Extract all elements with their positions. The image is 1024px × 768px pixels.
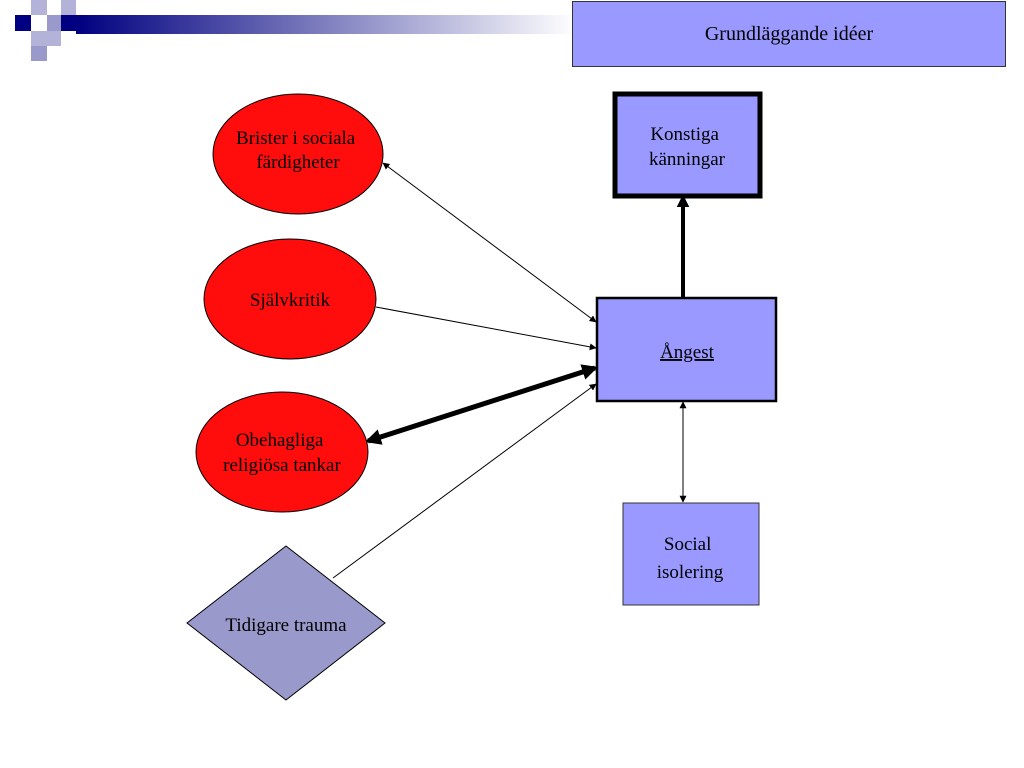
node-obehagliga-line: Obehagliga: [236, 430, 324, 451]
decor-square: [47, 31, 61, 46]
node-social: Social isolering: [622, 502, 760, 606]
node-obehagliga-line: religiösa tankar: [223, 455, 341, 476]
node-brister-line: färdigheter: [256, 152, 340, 173]
node-brister: Brister i sociala färdigheter: [212, 93, 384, 215]
node-trauma-shape: [186, 545, 386, 701]
node-konstiga-line: känningar: [649, 149, 726, 170]
node-trauma-label: Tidigare trauma: [225, 615, 347, 636]
decor-square: [15, 15, 31, 31]
node-konstiga-shape: [612, 91, 763, 199]
node-angest: Ångest: [595, 296, 778, 403]
node-konstiga-line: Konstiga: [650, 124, 719, 145]
node-angest-shape: [595, 296, 778, 403]
decor-square: [47, 15, 61, 31]
node-konstiga: Konstiga känningar: [612, 91, 763, 199]
node-trauma: Tidigare trauma: [186, 545, 386, 701]
decor-square: [31, 0, 47, 15]
node-sjalvkritik: Självkritik: [203, 238, 377, 360]
node-obehagliga-shape: [195, 391, 369, 513]
node-social-line: Social: [664, 534, 712, 555]
node-obehagliga-label: Obehagliga religiösa tankar: [223, 430, 341, 476]
decor-square: [61, 15, 76, 31]
node-angest-line: Ångest: [660, 342, 715, 363]
title-box: Grundläggande idéer: [572, 1, 1006, 67]
node-brister-line: Brister i sociala: [236, 128, 356, 149]
node-trauma-line: Tidigare trauma: [225, 615, 347, 636]
edge-obehagliga-angest: [364, 364, 599, 445]
node-angest-label: Ångest: [660, 342, 715, 363]
node-sjalvkritik-shape: [203, 238, 377, 360]
node-social-shape: [622, 502, 760, 606]
decor-square: [31, 31, 47, 46]
node-brister-label: Brister i sociala färdigheter: [236, 128, 360, 173]
edge-trauma-angest: [332, 383, 597, 579]
decor-header: [15, 0, 576, 61]
edge-brister-angest: [382, 162, 597, 323]
node-social-label: Social isolering: [657, 534, 724, 583]
decor-bar: [76, 15, 576, 34]
node-sjalvkritik-label: Självkritik: [250, 290, 331, 311]
node-obehagliga: Obehagliga religiösa tankar: [195, 391, 369, 513]
decor-square: [61, 0, 76, 15]
node-sjalvkritik-line: Självkritik: [250, 290, 331, 311]
node-social-line: isolering: [657, 562, 724, 583]
node-konstiga-label: Konstiga känningar: [649, 124, 726, 170]
node-brister-shape: [212, 93, 384, 215]
edge-sjalvkritik-angest: [375, 306, 597, 351]
slide-title: Grundläggande idéer: [704, 22, 874, 45]
decor-square: [31, 46, 47, 61]
